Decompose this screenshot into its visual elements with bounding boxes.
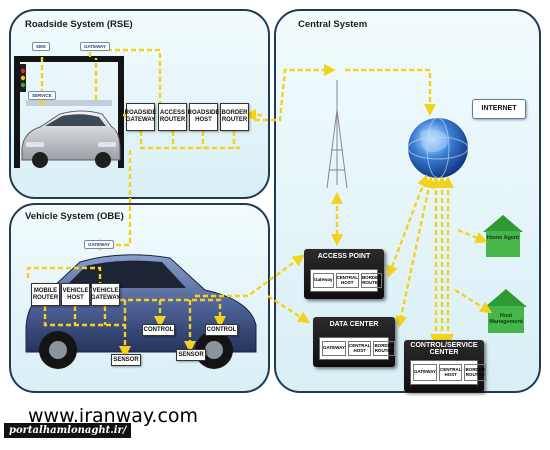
access-point-gateway: Gateway [313,273,334,288]
access-point-components: Gateway CENTRAL HOST BORDER ROUTER [310,269,383,292]
border-router-box: BORDER ROUTER [220,103,249,131]
home-agent-house-icon [483,215,523,257]
home-agent-label: Home Agent [486,235,520,241]
rse-sms-chip: SMS [32,42,50,51]
antenna-tower-icon [326,80,348,189]
sensor-box-1: SENSOR [111,354,141,366]
vehicle-car-illustration [25,254,257,369]
watermark-portal: portalhamlonaght.ir/ [4,423,132,438]
host-management-house-icon [485,289,527,333]
access-point-node: ACCESS POINT Gateway CENTRAL HOST BORDER… [304,249,384,299]
mobile-router-box: MOBILE ROUTER [31,283,60,306]
roadside-gateway-box: ROADSIDE GATEWAY [125,103,156,131]
access-point-central-host: CENTRAL HOST [335,273,359,288]
rse-gateway-chip: GATEWAY [80,42,111,51]
control-center-border-router: BORDER ROUTER [464,364,486,381]
central-title: Central System [298,19,368,30]
data-center-components: GATEWAY CENTRAL HOST BORDER ROUTER [319,337,395,360]
access-point-border-router: BORDER ROUTER [360,273,383,288]
control-center-components: GATEWAY CENTRAL HOST BORDER ROUTER [410,360,486,385]
control-center-node: CONTROL/SERVICE CENTER GATEWAY CENTRAL H… [404,340,486,392]
data-center-border-router: BORDER ROUTER [373,341,395,356]
data-center-gateway: GATEWAY [322,341,347,356]
obe-gateway-chip: GATEWAY [84,240,115,249]
rse-service-chip: SERVICE [28,91,56,100]
data-center-central-host: CENTRAL HOST [348,341,372,356]
control-center-central-host: CENTRAL HOST [439,364,463,381]
data-center-node: DATA CENTER GATEWAY CENTRAL HOST BORDER … [313,317,395,367]
control-box-2: CONTROL [205,324,238,336]
control-center-gateway: GATEWAY [413,364,438,381]
vehicle-host-box: VEHICLE HOST [61,283,90,306]
watermark-iranway: www.iranway.com [28,405,199,427]
internet-label: INTERNET [472,99,526,119]
access-router-box: ACCESS ROUTER [158,103,187,131]
data-center-title: DATA CENTER [329,321,379,328]
roadside-car-illustration [21,110,121,168]
sensor-box-2: SENSOR [176,349,206,361]
control-box-1: CONTROL [142,324,175,336]
rse-title: Roadside System (RSE) [25,19,133,30]
roadside-host-box: ROADSIDE HOST [188,103,219,131]
obe-title: Vehicle System (OBE) [25,211,124,222]
control-center-title: CONTROL/SERVICE CENTER [410,342,478,357]
internet-globe-icon [407,117,469,179]
access-point-title: ACCESS POINT [317,253,371,260]
traffic-light-icon [20,68,26,88]
host-management-label: Host Management [489,313,523,325]
vehicle-gateway-box: VEHICLE GATEWAY [91,283,120,306]
